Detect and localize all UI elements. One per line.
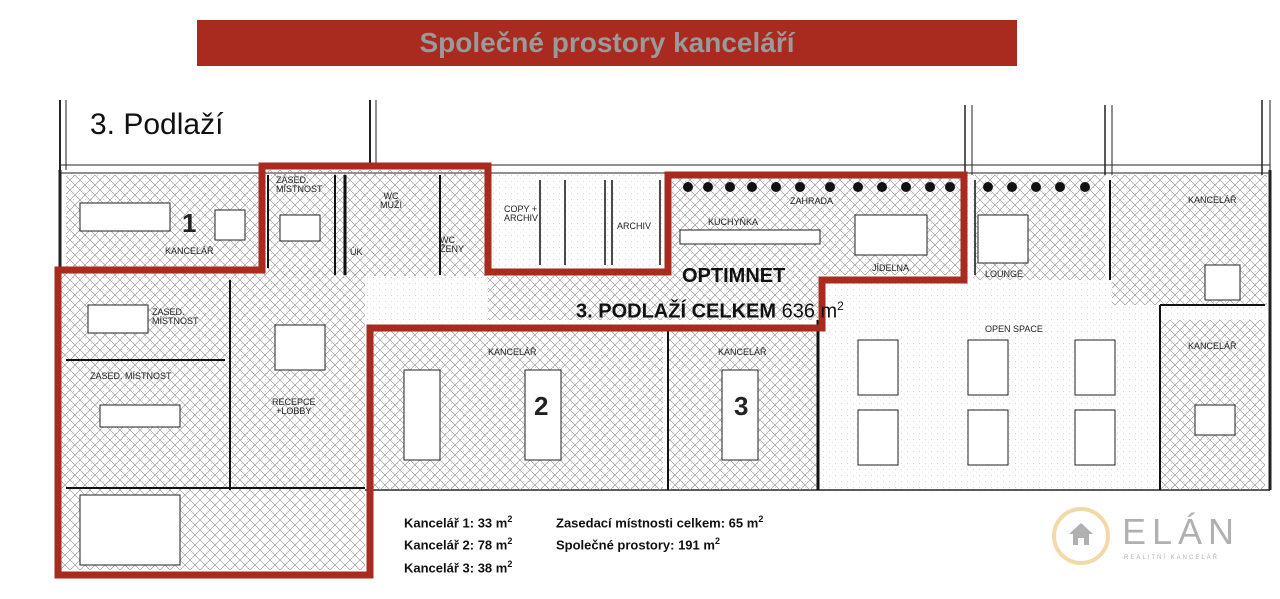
room-label-kancelar-2: KANCELÁŘ [488, 347, 537, 357]
stat-kancelar-2: Kancelář 2: 78 m2 [404, 532, 512, 554]
room-label-zased-left-1: ZASED. MÍSTNOST [152, 307, 199, 326]
stats-offices: Kancelář 1: 33 m2 Kancelář 2: 78 m2 Kanc… [404, 510, 512, 577]
furniture [79, 202, 1241, 566]
logo-name: ELÁN [1122, 511, 1241, 552]
stats-common: Zasedací místnosti celkem: 65 m2 Společn… [556, 510, 763, 555]
room-label-kancelar-right-mid: KANCELÁŘ [1188, 341, 1237, 351]
floor-total-sup: 2 [837, 299, 844, 313]
stat-kancelar-1-sup: 2 [507, 514, 513, 524]
room-label-archiv: ARCHIV [617, 221, 652, 231]
room-label-zahrada: ZAHRADA [790, 196, 834, 206]
floor-title: 3. Podlaží [90, 108, 224, 141]
floor-total: 3. PODLAŽÍ CELKEM 636 m2 [576, 300, 844, 322]
room-label-lounge: LOUNGE [985, 269, 1024, 279]
room-number-2: 2 [534, 391, 549, 421]
floor-total-label: 3. PODLAŽÍ CELKEM [576, 300, 777, 323]
stat-kancelar-1-label: Kancelář 1: 33 m [404, 515, 508, 531]
room-label-uk: ÚK [350, 247, 363, 257]
room-label-kancelar-3: KANCELÁŘ [718, 347, 767, 357]
room-label-copy-archiv: COPY + ARCHIV [504, 204, 539, 223]
room-label-recepce: RECEPCE +LOBBY [272, 397, 316, 416]
stat-zasedaci-label: Zasedací místnosti celkem: 65 m [556, 515, 759, 531]
room-label-kuchynka: KUCHYŇKA [708, 217, 759, 227]
stat-zasedaci-sup: 2 [758, 514, 764, 524]
room-label-zased-top: ZASED. MÍSTNOST [276, 175, 323, 194]
stat-kancelar-3: Kancelář 3: 38 m2 [404, 555, 512, 577]
stat-zasedaci: Zasedací místnosti celkem: 65 m2 [556, 510, 763, 532]
banner-title: Společné prostory kanceláří [419, 27, 795, 58]
room-label-wc-zeny: WC ŽENY [440, 235, 465, 254]
elan-logo: ELÁN REALITNÍ KANCELÁŘ [1052, 505, 1252, 569]
room-label-wc-muzi: WC MUŽI [380, 191, 402, 210]
floor-total-value: 636 m [781, 300, 838, 323]
room-label-zased-left-2: ZASED. MÍSTNOST [90, 371, 172, 381]
stat-kancelar-1: Kancelář 1: 33 m2 [404, 510, 512, 532]
room-label-kancelar-right-top: KANCELÁŘ [1188, 195, 1237, 205]
room-label-open-space: OPEN SPACE [985, 324, 1043, 334]
stat-spolecne: Společné prostory: 191 m2 [556, 532, 763, 554]
room-number-1: 1 [182, 208, 197, 238]
house-icon [1069, 523, 1093, 545]
stat-kancelar-3-sup: 2 [507, 558, 513, 569]
tenant-label-optimnet: OPTIMNET [682, 265, 786, 287]
room-label-kancelar-1: KANCELÁŘ [165, 246, 214, 256]
logo-subtitle: REALITNÍ KANCELÁŘ [1124, 555, 1220, 561]
room-label-jidelna: JÍDELNA [872, 263, 910, 273]
common-space-highlight [54, 162, 968, 579]
stat-spolecne-label: Společné prostory: 191 m [556, 537, 715, 553]
stat-spolecne-sup: 2 [714, 536, 720, 547]
stat-kancelar-3-label: Kancelář 3: 38 m [404, 559, 508, 575]
room-number-3: 3 [734, 391, 749, 421]
stat-kancelar-2-label: Kancelář 2: 78 m [404, 537, 508, 553]
stat-kancelar-2-sup: 2 [507, 536, 513, 547]
title-banner: Společné prostory kanceláří [197, 20, 1017, 66]
garden-trees [683, 182, 1090, 192]
